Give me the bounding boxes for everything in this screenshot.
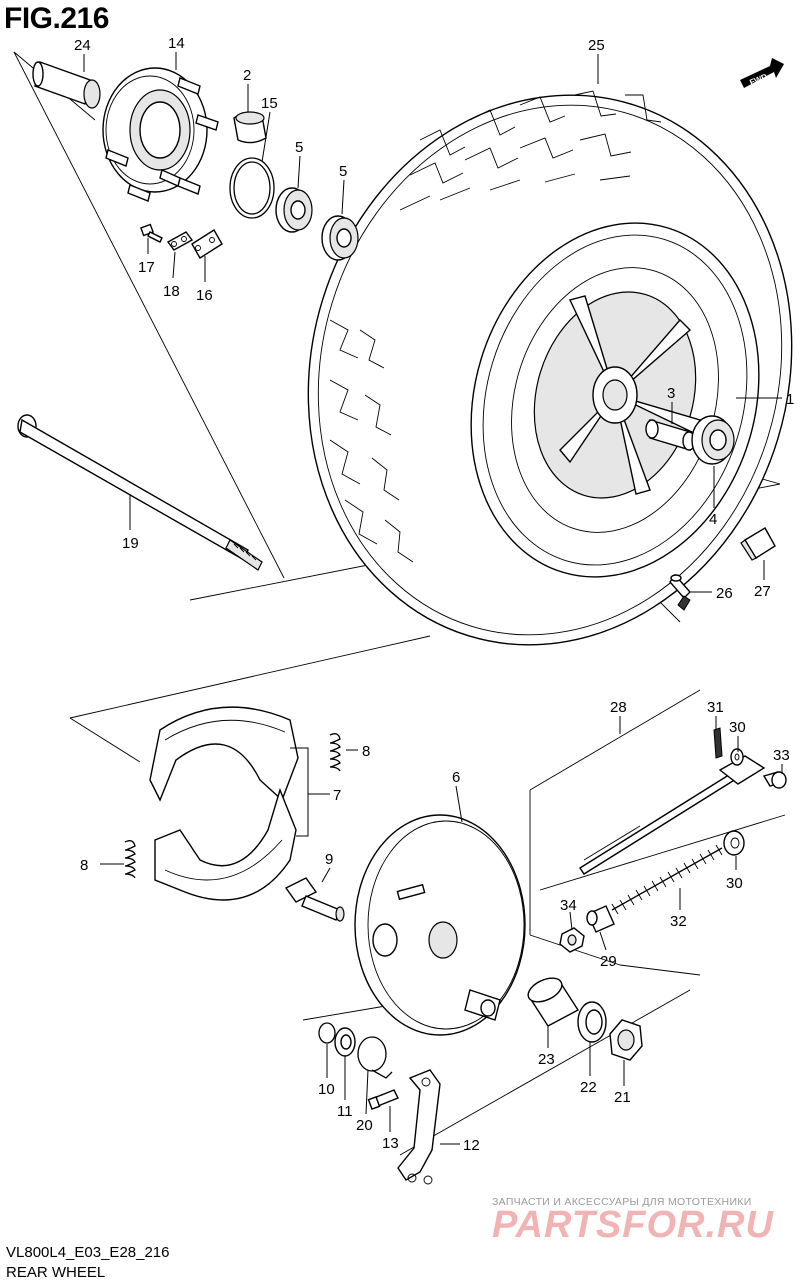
callout-12: 12	[463, 1137, 480, 1154]
figure-title: FIG.216	[4, 2, 109, 35]
callout-30-upper: 30	[729, 719, 746, 736]
rear-wheel-rim	[470, 222, 760, 578]
bearing-4	[691, 415, 735, 465]
callout-labels: 24 14 2 15 5 5 25 17 18 16 1 3 19 4 26 2…	[74, 35, 794, 1154]
callout-31: 31	[707, 699, 724, 716]
leader-lines	[83, 52, 783, 1145]
fwd-label: FWD	[748, 72, 768, 87]
model-code: VL800L4_E03_E28_216	[6, 1244, 170, 1261]
spring-20	[357, 1036, 393, 1079]
callout-16: 16	[196, 287, 213, 304]
callout-9: 9	[325, 851, 333, 868]
callout-5a: 5	[295, 139, 303, 156]
callout-15: 15	[261, 95, 278, 112]
bearing-5b	[321, 215, 359, 261]
callout-10: 10	[318, 1081, 335, 1098]
callout-8-lower: 8	[80, 857, 88, 874]
section-title: REAR WHEEL	[6, 1264, 106, 1281]
bolt-17	[140, 223, 163, 243]
damper-2	[233, 111, 267, 144]
callout-25: 25	[588, 37, 605, 54]
callout-28: 28	[610, 699, 627, 716]
hub-drum-14	[102, 67, 219, 202]
brake-shoe-lower	[154, 787, 297, 901]
callout-32: 32	[670, 913, 687, 930]
callout-11: 11	[337, 1103, 353, 1120]
callout-5b: 5	[339, 163, 347, 180]
camshaft-9	[284, 877, 345, 922]
bearing-5a	[275, 187, 313, 233]
bolt-13	[367, 1089, 399, 1110]
callout-26: 26	[716, 585, 733, 602]
callout-2: 2	[243, 67, 251, 84]
callout-30-lower: 30	[726, 875, 743, 892]
pin-31	[713, 727, 723, 759]
callout-34: 34	[560, 897, 577, 914]
callout-8-upper: 8	[362, 743, 370, 760]
callout-27: 27	[754, 583, 771, 600]
callout-21: 21	[614, 1089, 631, 1106]
callout-6: 6	[452, 769, 460, 786]
callout-3: 3	[667, 385, 675, 402]
pin-33	[762, 771, 787, 789]
callout-14: 14	[168, 35, 185, 52]
brake-shoe-upper	[149, 706, 299, 802]
valve-cap-27	[740, 527, 776, 561]
nut-21	[609, 1019, 643, 1061]
o-ring-10	[318, 1022, 336, 1044]
fwd-arrow-badge: FWD	[740, 58, 784, 88]
callout-4: 4	[709, 511, 717, 528]
callout-20: 20	[356, 1117, 373, 1134]
callout-13: 13	[382, 1135, 399, 1152]
joint-29	[586, 905, 615, 933]
washer-22	[577, 1001, 607, 1043]
watermark-logo: PARTSFOR.RU	[492, 1204, 774, 1246]
spring-8-upper	[329, 733, 341, 772]
callout-29: 29	[600, 953, 617, 970]
spacer-23	[527, 977, 579, 1027]
lock-washer-18	[166, 231, 194, 251]
callout-18: 18	[163, 283, 180, 300]
callout-17: 17	[138, 259, 155, 276]
nut-34	[559, 927, 585, 953]
callout-33: 33	[773, 747, 790, 764]
spring-32	[611, 844, 723, 915]
brake-lever-12	[397, 1069, 441, 1185]
o-ring-15	[229, 157, 275, 219]
watermark-tagline: ЗАПЧАСТИ И АКСЕССУАРЫ ДЛЯ МОТОТЕХНИКИ	[492, 1196, 752, 1208]
washer-30-lower	[723, 830, 745, 856]
callout-7: 7	[333, 787, 341, 804]
plate-16	[191, 229, 223, 259]
callout-1: 1	[786, 391, 794, 408]
valve-26	[669, 573, 691, 611]
axle-19	[17, 414, 263, 571]
callout-23: 23	[538, 1051, 555, 1068]
callout-19: 19	[122, 535, 139, 552]
brake-panel-6	[354, 814, 526, 1036]
spring-8-lower	[124, 840, 136, 879]
washer-11	[334, 1027, 356, 1057]
callout-22: 22	[580, 1079, 597, 1096]
washer-30-upper	[730, 748, 744, 766]
spacer-24	[32, 61, 101, 109]
callout-24: 24	[74, 37, 91, 54]
